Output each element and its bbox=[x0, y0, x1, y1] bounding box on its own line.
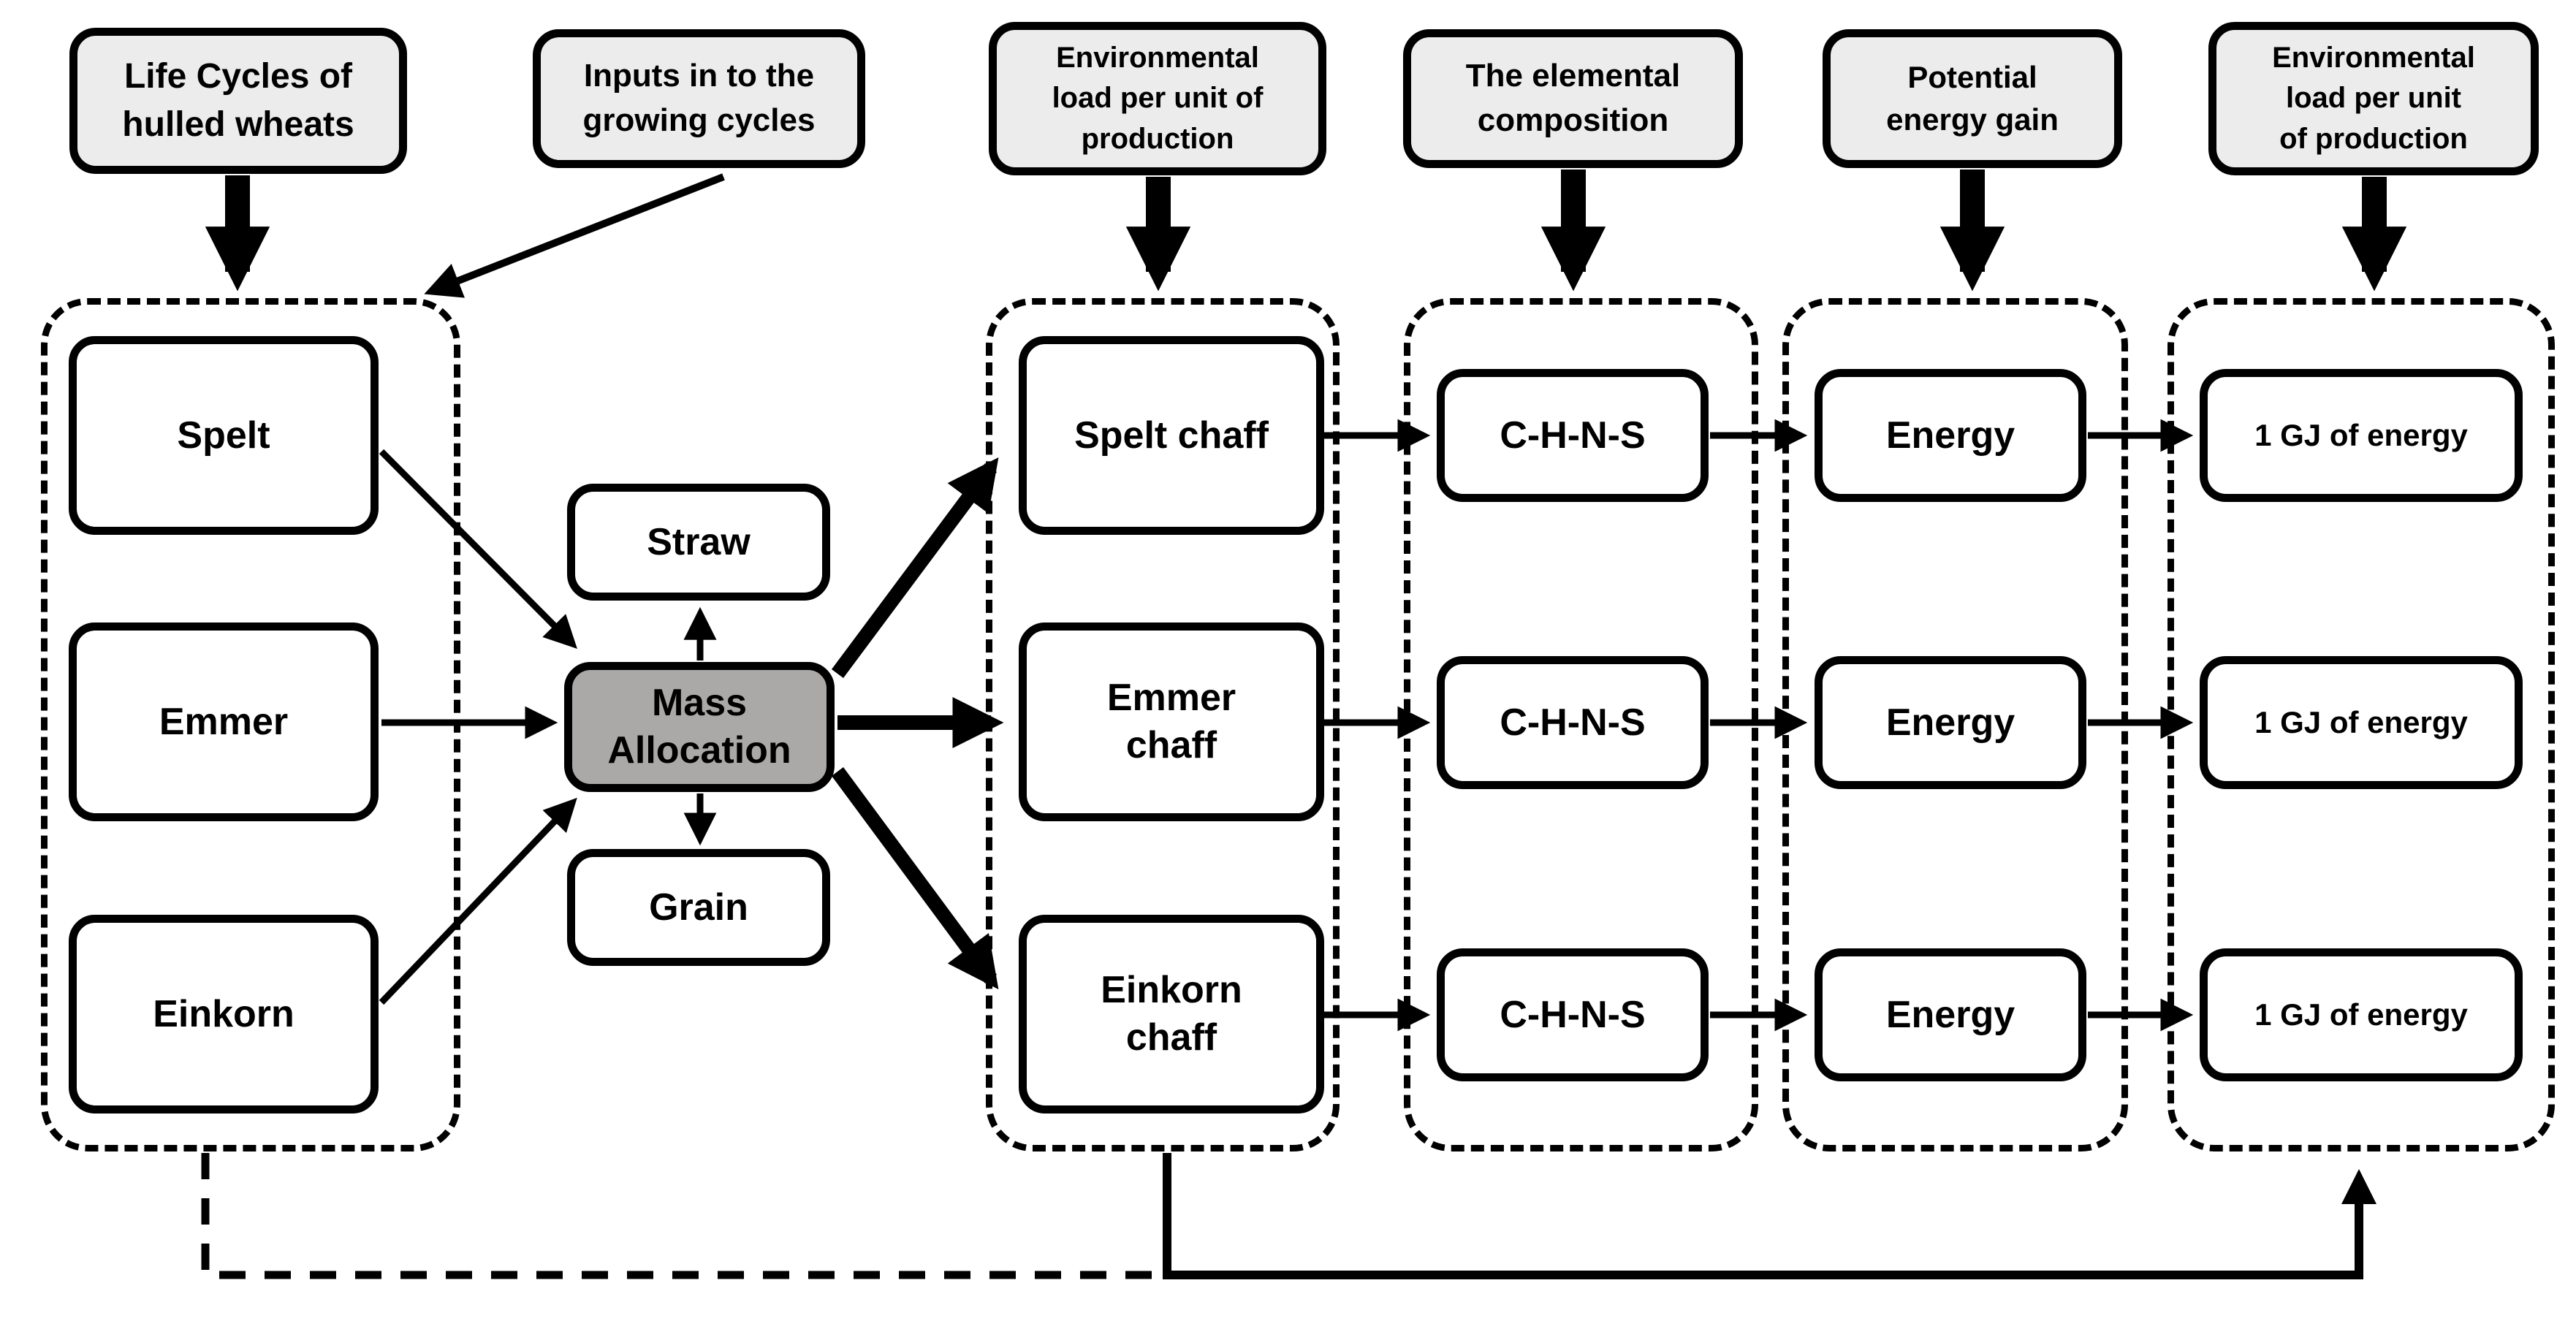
header-energy-gain: Potential energy gain bbox=[1823, 29, 2122, 168]
box-emmer-chaff: Emmer chaff bbox=[1019, 623, 1324, 821]
feedback-line-dashed bbox=[201, 1153, 1163, 1279]
box-einkorn-chaff: Einkorn chaff bbox=[1019, 915, 1324, 1113]
box-mass-allocation: Mass Allocation bbox=[564, 662, 835, 792]
arrow-mass-to-spelt-chaff bbox=[831, 457, 999, 678]
box-straw: Straw bbox=[567, 484, 830, 601]
box-grain: Grain bbox=[567, 849, 830, 966]
box-energy-3: Energy bbox=[1815, 948, 2086, 1081]
header-inputs: Inputs in to the growing cycles bbox=[533, 29, 865, 168]
box-spelt: Spelt bbox=[69, 336, 379, 535]
arrow-inputs-to-container bbox=[424, 173, 725, 298]
header-elemental-composition: The elemental composition bbox=[1403, 29, 1743, 168]
arrow-mass-to-einkorn-chaff bbox=[831, 767, 999, 990]
box-chns-3: C-H-N-S bbox=[1437, 948, 1709, 1081]
box-einkorn: Einkorn bbox=[69, 915, 379, 1113]
box-gj-3: 1 GJ of energy bbox=[2200, 948, 2523, 1081]
box-chns-2: C-H-N-S bbox=[1437, 656, 1709, 789]
box-gj-2: 1 GJ of energy bbox=[2200, 656, 2523, 789]
box-energy-1: Energy bbox=[1815, 369, 2086, 502]
box-chns-1: C-H-N-S bbox=[1437, 369, 1709, 502]
box-gj-1: 1 GJ of energy bbox=[2200, 369, 2523, 502]
header-env-load-1: Environmental load per unit of productio… bbox=[989, 22, 1326, 175]
box-spelt-chaff: Spelt chaff bbox=[1019, 336, 1324, 535]
header-env-load-2: Environmental load per unit of productio… bbox=[2208, 22, 2539, 175]
feedback-line-solid bbox=[1163, 1153, 2376, 1279]
box-emmer: Emmer bbox=[69, 623, 379, 821]
box-energy-2: Energy bbox=[1815, 656, 2086, 789]
header-life-cycles: Life Cycles of hulled wheats bbox=[69, 28, 407, 174]
